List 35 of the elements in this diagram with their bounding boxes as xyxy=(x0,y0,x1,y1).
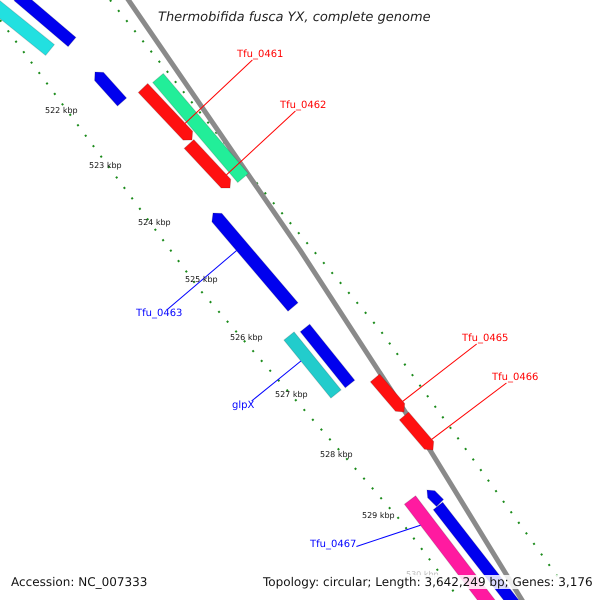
gene-feature xyxy=(398,411,434,451)
leader-line xyxy=(402,344,478,402)
scale-label: 529 kbp xyxy=(362,512,395,520)
scale-label: 527 kbp xyxy=(275,391,308,399)
scale-label: 522 kbp xyxy=(45,107,78,115)
gene-label: Tfu_0462 xyxy=(280,101,326,111)
gene-label: Tfu_0467 xyxy=(310,540,356,550)
title: Thermobifida fusca YX, complete genome xyxy=(158,11,431,24)
gene-feature xyxy=(184,138,232,188)
scale-label: 523 kbp xyxy=(89,162,122,170)
scale-label: 528 kbp xyxy=(320,451,353,459)
scale-label: 524 kbp xyxy=(138,219,171,227)
gene-feature xyxy=(13,0,77,48)
leader-line xyxy=(251,360,302,402)
gene-label: Tfu_0463 xyxy=(136,309,182,319)
gene-label: Tfu_0465 xyxy=(462,334,508,344)
leader-line xyxy=(226,110,296,176)
info-text: Topology: circular; Length: 3,642,249 bp; Genes: 3,176 xyxy=(261,575,595,589)
gene-label: Tfu_0461 xyxy=(237,50,284,60)
leader-line xyxy=(184,60,253,124)
leader-line xyxy=(356,524,421,547)
gene-feature xyxy=(370,373,406,413)
scale-label: 525 kbp xyxy=(185,276,218,284)
gene-feature xyxy=(300,324,356,388)
gene-label: Tfu_0466 xyxy=(492,373,538,383)
gene-feature xyxy=(94,71,128,107)
info-text: Accession: NC_007333 xyxy=(9,575,150,589)
gene-feature xyxy=(0,0,56,56)
gene-feature xyxy=(138,82,194,141)
leader-line xyxy=(167,250,237,310)
scale-label: 526 kbp xyxy=(230,334,263,342)
leader-line xyxy=(431,382,507,440)
gene-feature xyxy=(426,489,444,508)
gene-feature xyxy=(152,72,249,184)
gene-label: glpX xyxy=(232,401,254,411)
